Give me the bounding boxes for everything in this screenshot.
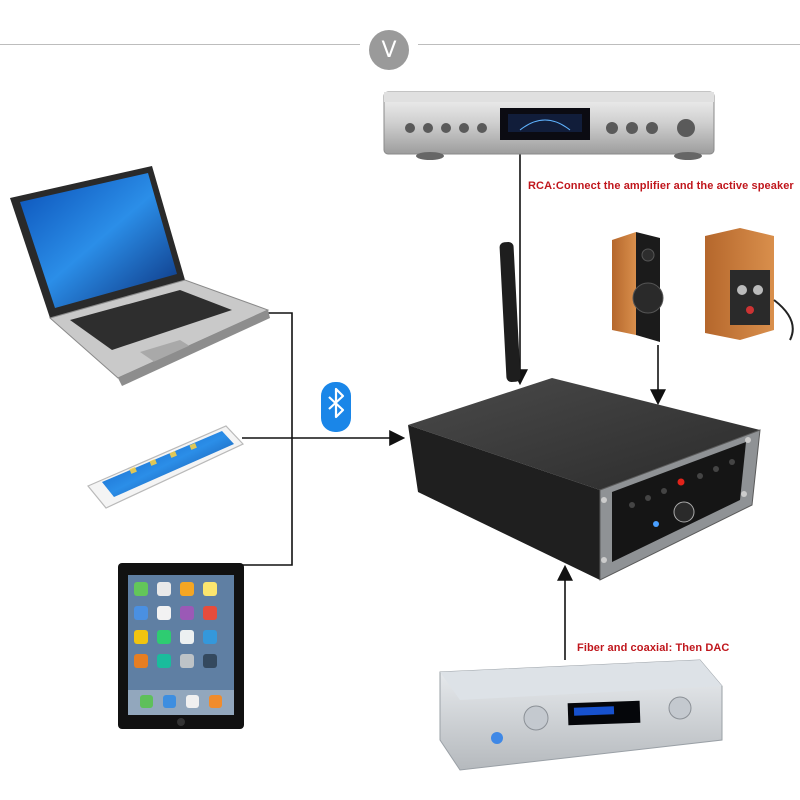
- speakers-illustration: [612, 228, 794, 342]
- dac-illustration: [439, 659, 723, 771]
- laptop-illustration: [10, 166, 270, 386]
- section-badge: V: [369, 30, 409, 70]
- ipad-illustration: [118, 563, 244, 729]
- tablet-illustration: [87, 425, 245, 509]
- header-divider-right: [418, 44, 800, 45]
- ipad-line: [243, 438, 293, 566]
- receiver-illustration: [408, 241, 761, 581]
- ipad-app-grid: [128, 582, 234, 715]
- fiber-caption: Fiber and coaxial: Then DAC: [577, 642, 730, 654]
- amplifier-illustration: [383, 91, 715, 160]
- header-divider-left: [0, 44, 360, 45]
- connector-lines: [242, 150, 666, 660]
- bluetooth-icon: [321, 382, 351, 432]
- laptop-line: [265, 312, 293, 438]
- rca-caption: RCA:Connect the amplifier and the active…: [528, 180, 794, 192]
